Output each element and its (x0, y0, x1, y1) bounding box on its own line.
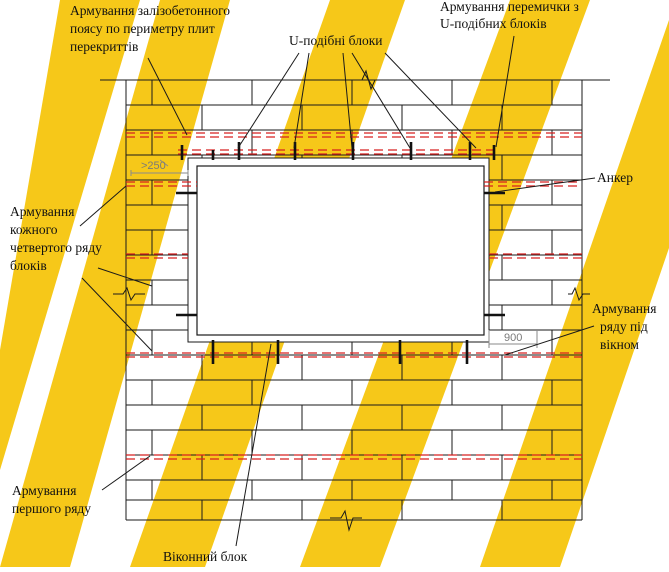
leader-under-window (504, 325, 595, 356)
label-under-window-3: вікном (600, 337, 639, 352)
watermark-stripe-1 (0, 0, 230, 567)
leader-u-block-3 (342, 52, 353, 149)
overlap-dimension: >250 (141, 160, 166, 172)
leader-ring-beam (147, 57, 188, 136)
extension-dimension: 900 (504, 332, 522, 344)
leader-lines (79, 35, 596, 547)
break-bottom (330, 509, 362, 532)
label-lintel-2: U-подібних блоків (440, 16, 547, 31)
leader-fourth-row-2 (97, 267, 153, 287)
label-u-blocks: U-подібні блоки (289, 33, 382, 48)
break-right (568, 286, 590, 302)
label-under-window-1: Армування (592, 301, 656, 316)
leader-first-row (101, 455, 151, 491)
annotation-labels: Армування залізобетонного поясу по перим… (10, 0, 656, 564)
label-anchor: Анкер (597, 170, 633, 185)
leader-fourth-row-1 (79, 185, 127, 227)
leader-fourth-row-3 (81, 277, 153, 352)
label-ring-beam-1: Армування залізобетонного (70, 3, 230, 18)
anchors (176, 142, 505, 364)
label-ring-beam-2: поясу по периметру плит (70, 21, 215, 36)
watermark-stripe-5 (0, 0, 140, 470)
label-first-row-2: першого ряду (12, 501, 91, 516)
leader-u-block-2 (293, 52, 310, 149)
window-block (196, 165, 485, 336)
label-window-block: Віконний блок (163, 549, 248, 564)
label-ring-beam-3: перекриттів (70, 39, 138, 54)
break-left (113, 286, 145, 302)
label-first-row-1: Армування (12, 483, 76, 498)
label-lintel-1: Армування перемички з (440, 0, 579, 14)
leader-u-block-1 (237, 52, 300, 149)
leader-u-block-4 (351, 52, 411, 149)
dimension-marks (130, 159, 538, 348)
label-under-window-2: ряду під (600, 319, 648, 334)
label-every-fourth-1: Армування (10, 204, 74, 219)
window-opening (187, 157, 490, 343)
leader-u-block-5 (384, 52, 477, 149)
label-every-fourth-2: кожного (10, 222, 58, 237)
leader-window-block (235, 343, 272, 547)
reinforcement-lines (126, 132, 582, 460)
label-every-fourth-3: четвертого ряду (10, 240, 102, 255)
label-every-fourth-4: блоків (10, 258, 47, 273)
leader-lintel (495, 35, 515, 148)
leader-anchor (494, 177, 596, 193)
